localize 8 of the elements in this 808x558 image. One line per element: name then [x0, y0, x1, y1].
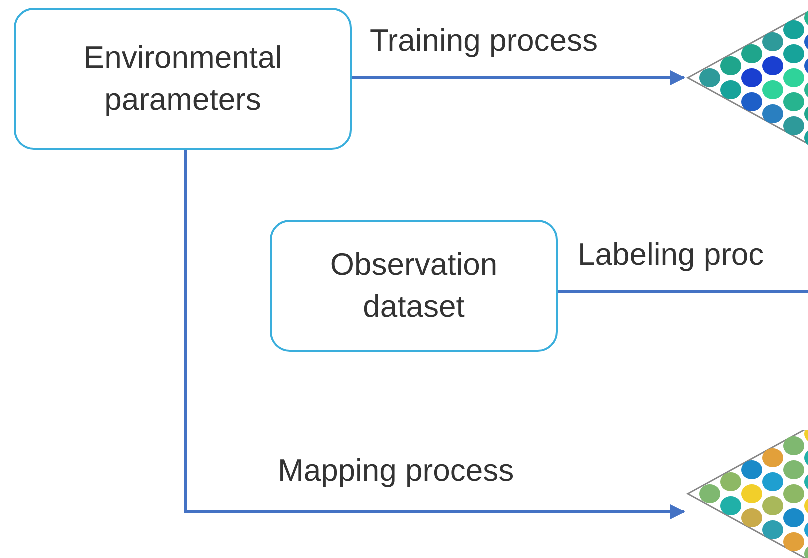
box-label: Observation dataset: [329, 246, 499, 326]
box-label: Environmental parameters: [82, 39, 284, 119]
process-box: [14, 8, 352, 150]
dot-matrix-drawing: [686, 8, 808, 148]
arrow: [352, 70, 686, 86]
arrow: [184, 150, 686, 520]
process-box: [270, 220, 558, 352]
dot-matrix-drawing: [686, 430, 808, 558]
